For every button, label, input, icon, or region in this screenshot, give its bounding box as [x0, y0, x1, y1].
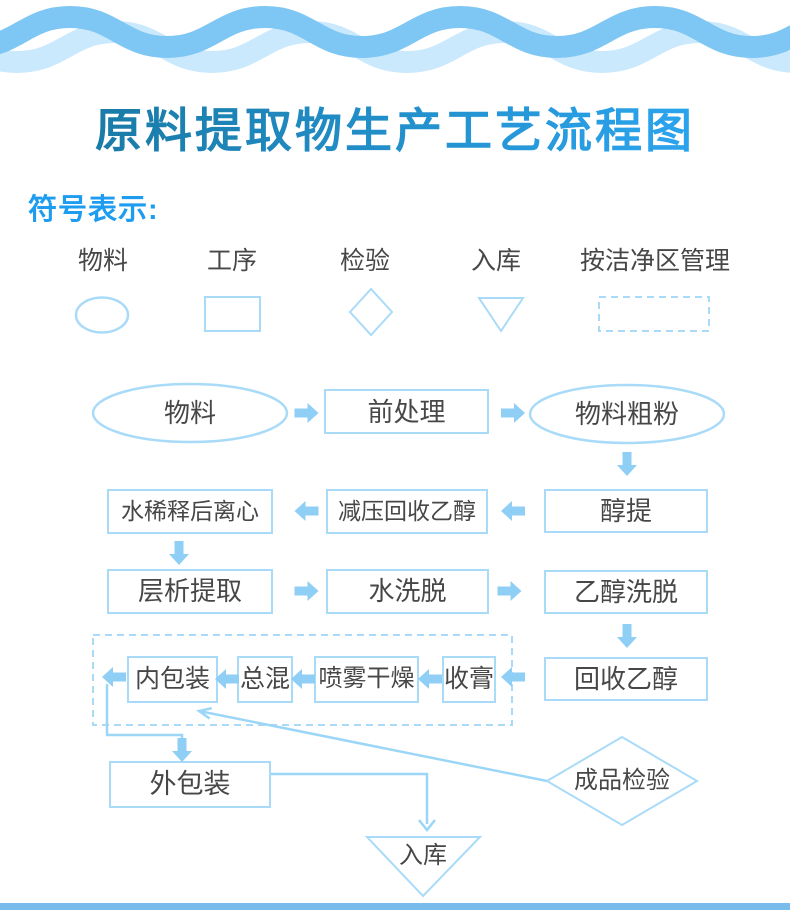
node-outer-packaging-shape	[109, 761, 271, 808]
arrow-waterelution-to-ethanolelution	[497, 581, 522, 601]
legend-label-process: 工序	[206, 247, 257, 275]
node-ethanol-elution-shape	[544, 570, 708, 614]
arrow-dilution-down	[169, 541, 189, 565]
node-pretreatment-label: 前处理	[367, 397, 446, 427]
legend-heading: 符号表示:	[28, 194, 159, 226]
node-pretreatment-shape	[324, 389, 489, 434]
legend-rect-shape	[204, 296, 261, 332]
node-ethanol-recovery-shape	[544, 657, 708, 701]
node-chromatography-label: 层析提取	[137, 576, 242, 606]
wave-banner	[0, 5, 790, 74]
legend-label-clean-zone: 按洁净区管理	[579, 247, 730, 275]
node-material-label: 物料	[163, 398, 216, 428]
arrow-vacuum-to-dilution	[294, 501, 319, 521]
node-paste-collection-shape	[442, 656, 496, 703]
arrow-paste-to-spray	[418, 669, 442, 689]
legend-triangle-shape	[477, 297, 525, 333]
node-alcohol-extraction-label: 醇提	[599, 496, 652, 526]
node-spray-drying-label: 喷雾干燥	[318, 665, 415, 692]
legend-ellipse-shape	[74, 296, 130, 334]
legend-dashed-rect-shape	[598, 296, 710, 332]
node-alcohol-extraction-shape	[544, 489, 708, 533]
node-vacuum-recovery-shape	[326, 489, 488, 534]
node-total-mixing-label: 总混	[239, 665, 290, 693]
node-warehouse-triangle-shape	[364, 836, 483, 898]
node-vacuum-recovery-label: 减压回收乙醇	[338, 498, 476, 524]
connector-outerpack-to-warehouse	[270, 772, 436, 833]
node-ethanol-recovery-label: 回收乙醇	[573, 664, 678, 694]
arrow-innerpack-out-left	[102, 667, 126, 687]
node-ethanol-elution-label: 乙醇洗脱	[573, 577, 678, 607]
clean-zone-boundary	[92, 634, 513, 726]
node-warehouse-label: 入库	[399, 842, 447, 869]
connector-inspection-to-innerpack	[195, 706, 548, 783]
node-water-elution-shape	[326, 569, 489, 614]
wave-front-ribbon	[0, 5, 790, 59]
legend-diamond-shape	[348, 287, 394, 337]
node-inspection-diamond-shape	[545, 735, 699, 827]
arrow-mixing-to-innerpack	[215, 669, 239, 689]
bottom-accent-bar	[0, 903, 790, 910]
node-inspection-label: 成品检验	[574, 767, 670, 794]
node-water-dilution-shape	[107, 489, 273, 534]
node-coarse-powder-shape	[528, 383, 726, 445]
connector-innerpack-to-outerpack	[105, 684, 184, 740]
arrow-into-outerpack	[172, 738, 192, 762]
node-inner-packaging-shape	[127, 656, 218, 703]
node-water-dilution-label: 水稀释后离心	[121, 498, 259, 524]
legend-label-warehousing: 入库	[470, 247, 521, 275]
legend-label-material: 物料	[77, 247, 128, 275]
node-water-elution-label: 水洗脱	[368, 576, 447, 606]
arrow-material-to-pretreatment	[294, 403, 319, 423]
arrow-alcohol-to-vacuum	[501, 501, 525, 521]
node-inner-packaging-label: 内包装	[134, 665, 210, 693]
node-chromatography-shape	[107, 569, 273, 614]
arrow-ethanolelution-down	[617, 624, 637, 648]
arrow-chromatography-to-waterelution	[294, 581, 319, 601]
node-spray-drying-shape	[314, 656, 419, 703]
arrow-coarse-down	[617, 452, 637, 476]
node-coarse-powder-label: 物料粗粉	[574, 399, 679, 429]
node-paste-collection-label: 收膏	[443, 665, 494, 693]
arrow-spray-to-mixing	[291, 669, 315, 689]
legend-label-inspection: 检验	[339, 247, 390, 275]
node-outer-packaging-label: 外包装	[149, 769, 231, 799]
page-title: 原料提取物生产工艺流程图	[0, 92, 790, 161]
node-material-shape	[91, 382, 289, 444]
arrow-pretreatment-to-coarse	[501, 403, 525, 423]
